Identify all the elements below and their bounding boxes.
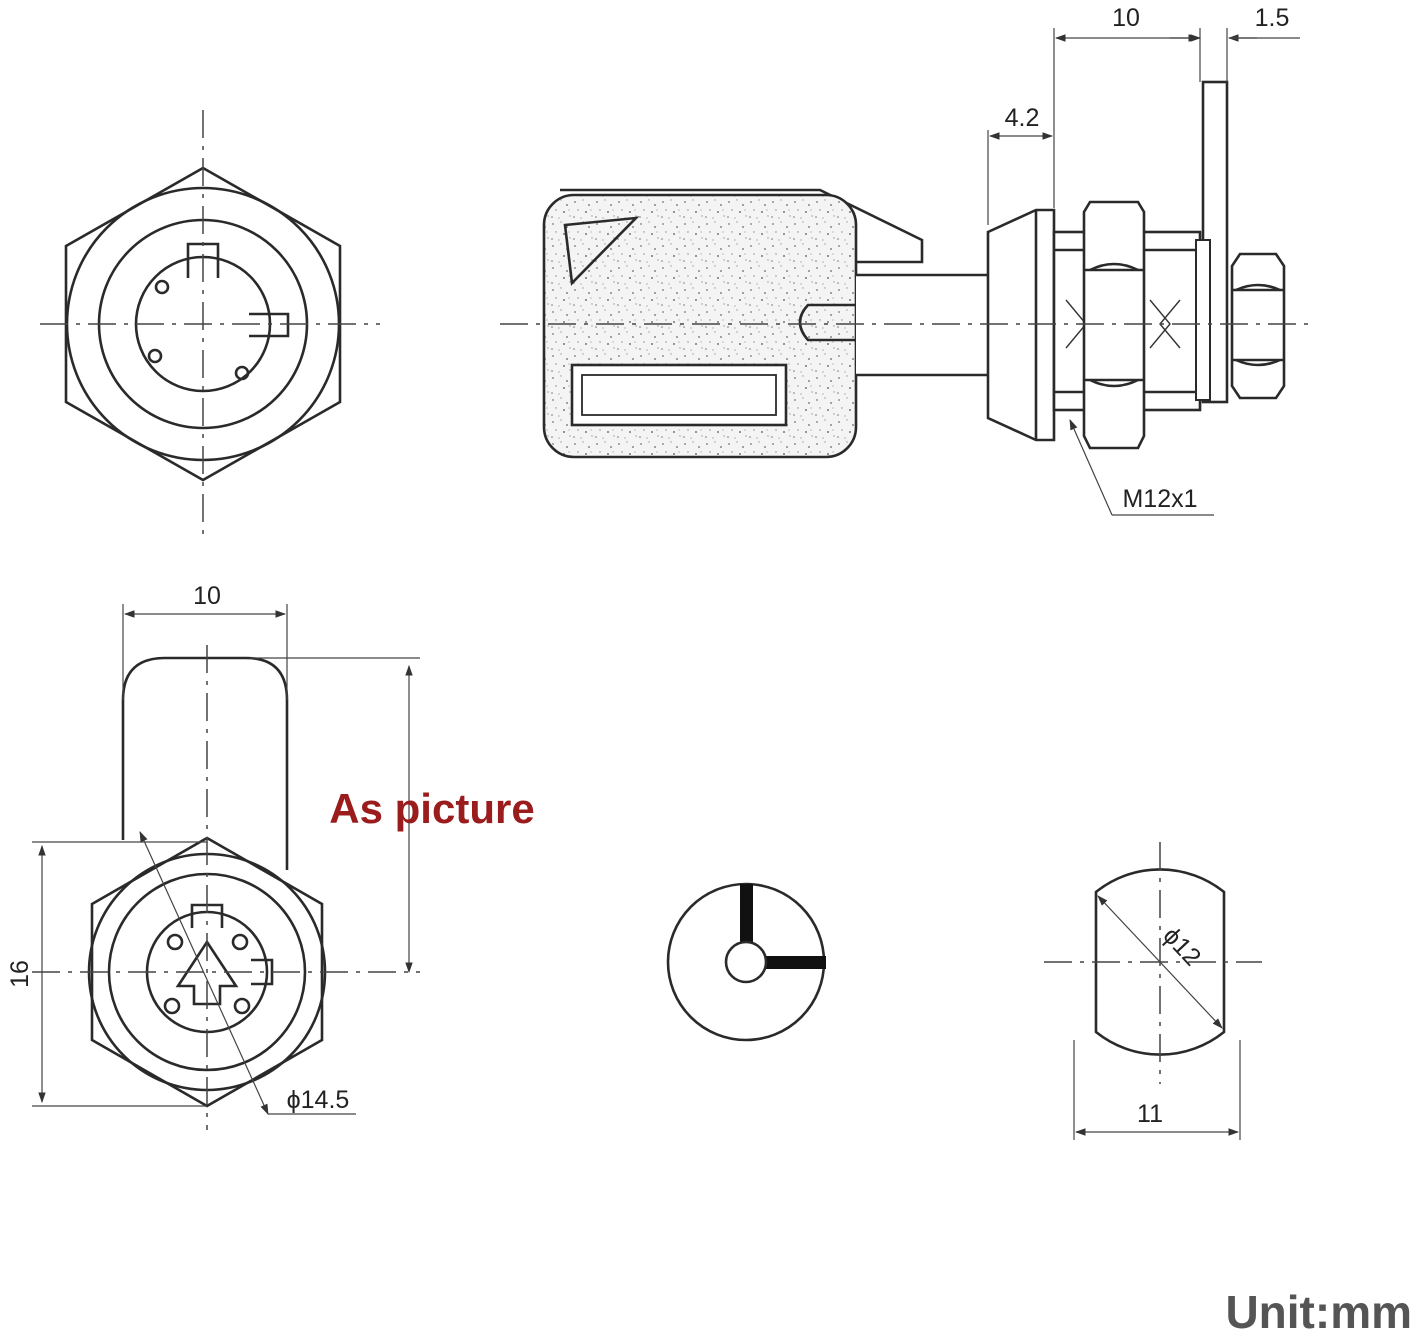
dim-cut-diameter: ϕ12 xyxy=(1157,922,1206,972)
hex-outline xyxy=(64,166,342,482)
cut-profile xyxy=(1044,842,1262,1084)
key-label-slot xyxy=(570,363,788,427)
dim-body-height: 16 xyxy=(6,960,34,988)
side-dimensions: 10 1.5 4.2 M12x1 xyxy=(987,4,1300,516)
dim-head-diameter: ϕ14.5 xyxy=(287,1086,350,1114)
dim-head-depth: 4.2 xyxy=(1005,104,1040,132)
front-view xyxy=(40,110,380,540)
mounting-nut xyxy=(1082,200,1146,450)
key-notch-right xyxy=(249,312,290,338)
dim-cam-length: 10 xyxy=(1112,4,1140,32)
cut-dimensions: ϕ12 11 xyxy=(1073,895,1241,1140)
dim-cut-width: 11 xyxy=(1137,1100,1163,1128)
cut-profile-outline xyxy=(1094,868,1226,1056)
dim-cam-thickness: 1.5 xyxy=(1255,4,1290,32)
dim-cam-width: 10 xyxy=(193,582,221,610)
key-triangle-mark xyxy=(563,216,640,286)
key-position-diagram xyxy=(666,882,826,1042)
lock-front-cap xyxy=(986,208,1056,442)
end-nut xyxy=(1230,252,1286,400)
rear-view xyxy=(32,645,420,1130)
dim-thread: M12x1 xyxy=(1122,485,1197,513)
rear-dimensions: 10 16 ϕ14.5 xyxy=(6,582,420,1115)
side-view xyxy=(500,80,1312,459)
unit-label: Unit:mm xyxy=(1225,1286,1412,1338)
cam-note: As picture xyxy=(329,785,534,832)
cam-outline xyxy=(121,656,289,870)
